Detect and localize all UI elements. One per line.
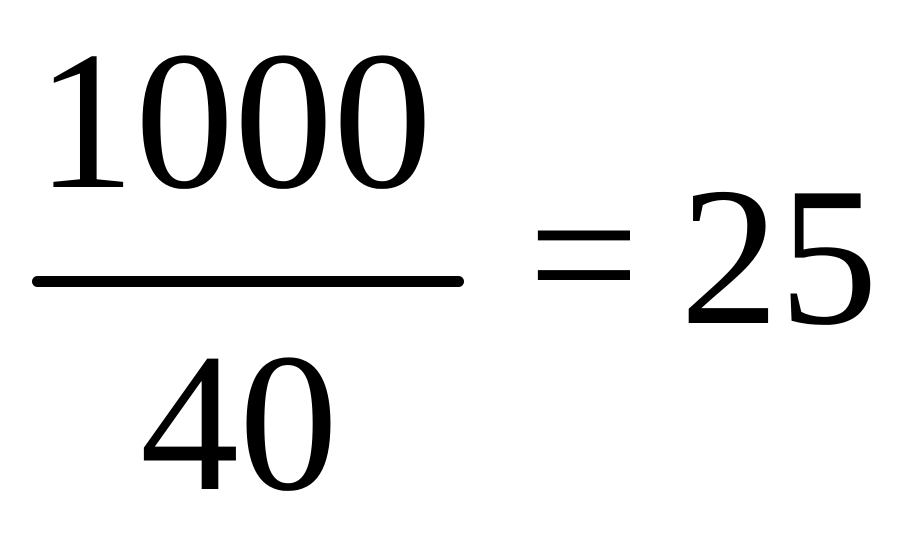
equation-result: 25 <box>680 147 878 366</box>
equals-sign: = <box>528 145 640 364</box>
fraction-bar <box>32 276 464 287</box>
fraction-denominator: 40 <box>140 313 338 532</box>
fraction-numerator: 1000 <box>36 11 432 230</box>
